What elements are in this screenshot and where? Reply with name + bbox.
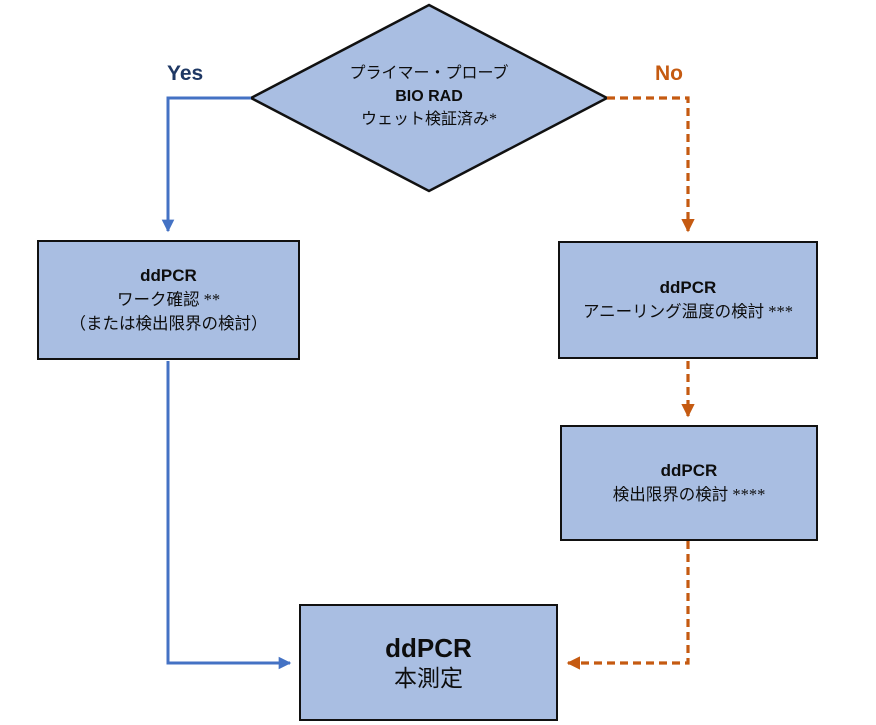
decision-line-3: ウェット検証済み* — [360, 111, 497, 128]
node-work-check-title: ddPCR — [140, 266, 197, 285]
no-connector-to-main-measurement — [566, 541, 690, 670]
node-main-measurement-line-1: 本測定 — [394, 665, 463, 691]
node-detection-limit: ddPCR 検出限界の検討 **** — [560, 425, 818, 541]
node-detection-limit-title: ddPCR — [660, 461, 718, 480]
yes-connector-to-work-check — [161, 96, 251, 233]
node-work-check-line-2: （または検出限界の検討） — [69, 314, 268, 333]
yes-branch-label: Yes — [167, 62, 204, 85]
node-annealing-title: ddPCR — [659, 278, 717, 297]
node-main-measurement-title: ddPCR — [385, 632, 472, 663]
node-work-check-line-1: ワーク確認 ** — [116, 290, 221, 309]
node-main-measurement: ddPCR 本測定 — [299, 604, 558, 721]
node-detection-limit-line-1: 検出限界の検討 **** — [612, 485, 766, 504]
yes-connector-to-main-measurement — [166, 361, 292, 670]
node-annealing: ddPCR アニーリング温度の検討 *** — [558, 241, 818, 359]
no-branch-label: No — [655, 62, 683, 85]
decision-line-2: BIO RAD — [395, 88, 463, 105]
decision-node-text: プライマー・プローブ BIO RAD ウェット検証済み* — [269, 62, 589, 131]
no-connector-to-annealing — [607, 96, 695, 233]
decision-diamond-shape — [248, 3, 610, 193]
node-annealing-line-1: アニーリング温度の検討 *** — [582, 302, 794, 321]
node-work-check: ddPCR ワーク確認 ** （または検出限界の検討） — [37, 240, 300, 360]
decision-line-1: プライマー・プローブ — [349, 65, 509, 82]
